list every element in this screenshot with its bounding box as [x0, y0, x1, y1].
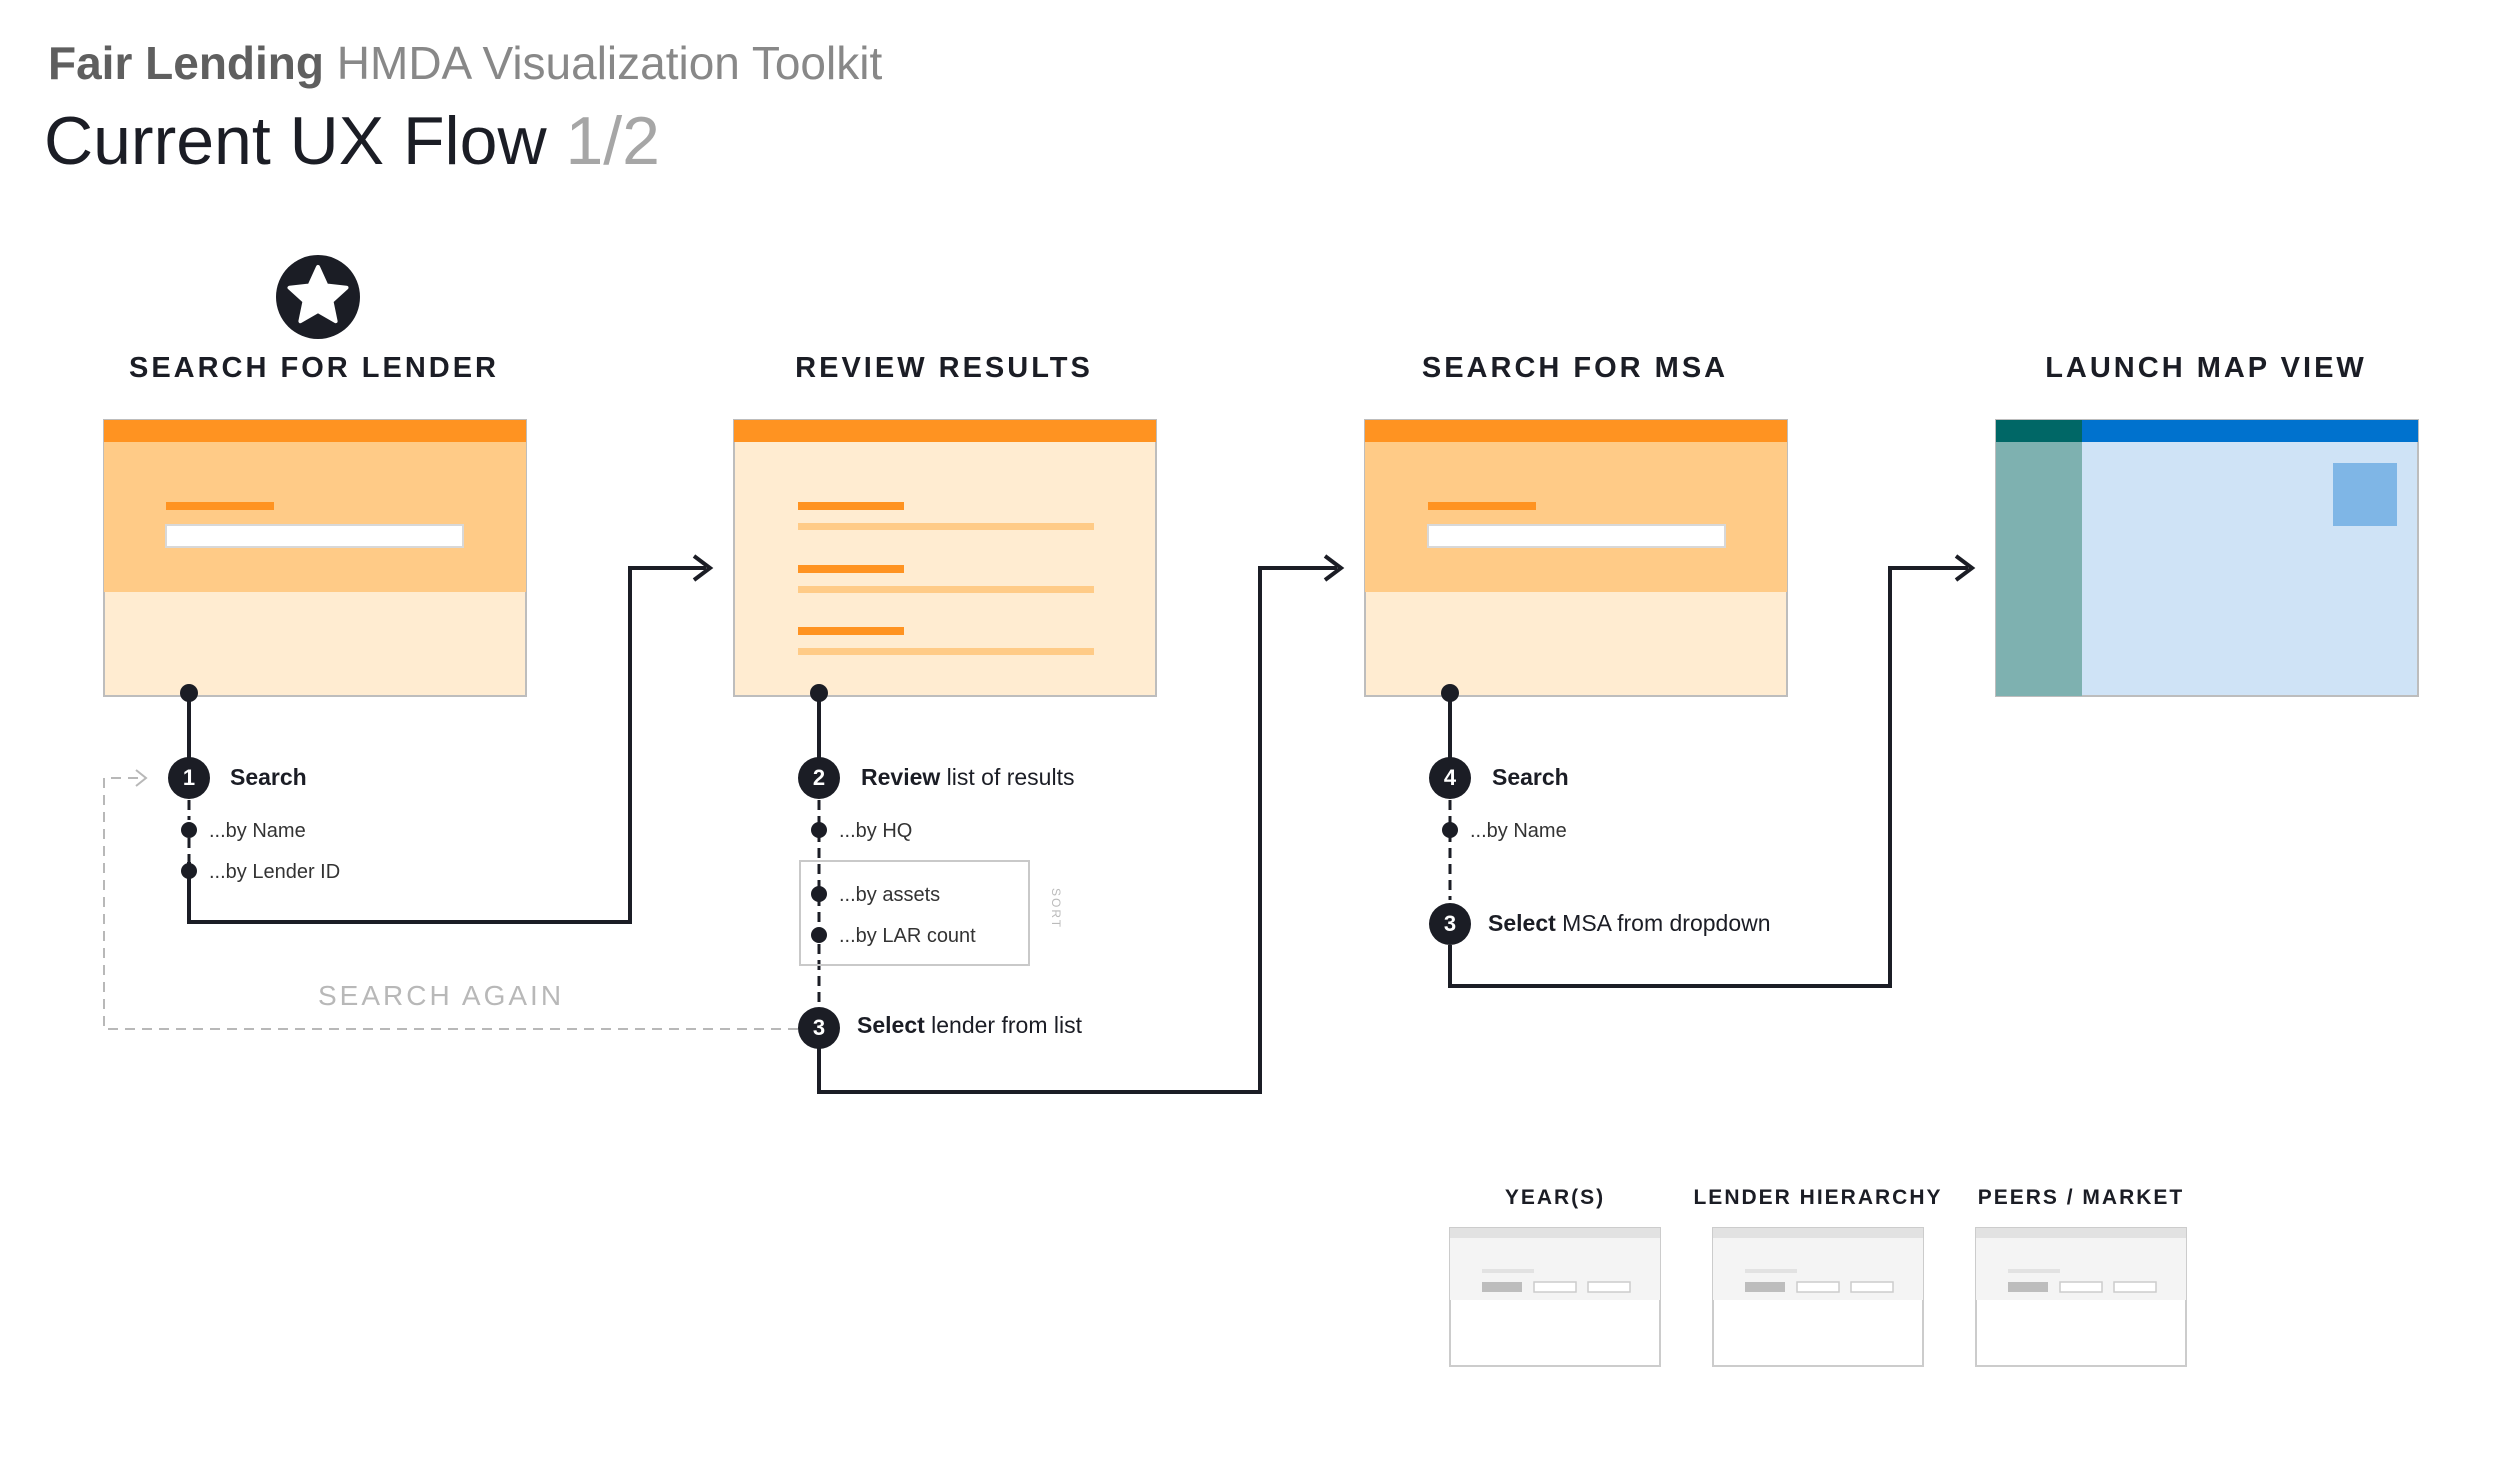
page-title: Current UX Flow 1/2	[44, 102, 660, 180]
flow-dots-3	[1441, 684, 1459, 838]
step-number-badge: 3	[798, 1007, 840, 1049]
filter-thumb-peers-market	[1975, 1227, 2187, 1367]
option-by-name: ...by Name	[209, 820, 306, 842]
screen-review-results	[733, 419, 1157, 697]
page-subtitle: Fair Lending HMDA Visualization Toolkit	[48, 36, 882, 90]
option-by-assets: ...by assets	[839, 884, 941, 906]
column-title-review-results: REVIEW RESULTS	[795, 352, 1093, 384]
page-number: 1/2	[565, 103, 660, 179]
sort-label: SORT	[1049, 888, 1063, 930]
flow-connector-3	[1448, 554, 1976, 988]
step-number-badge: 4	[1429, 757, 1471, 799]
option-msa-by-name: ...by Name	[1470, 820, 1567, 842]
page-title-text: Current UX Flow	[44, 103, 547, 179]
column-title-search-lender: SEARCH FOR LENDER	[128, 352, 499, 384]
screen-map-view	[1995, 419, 2419, 697]
step-label-select-lender: Select lender from list	[857, 1012, 1082, 1038]
step-label-search-msa: Search	[1492, 764, 1569, 790]
star-icon	[276, 255, 360, 339]
search-again-label: SEARCH AGAIN	[318, 980, 565, 1011]
toolkit-name: HMDA Visualization Toolkit	[336, 37, 883, 89]
flow-dots-1	[180, 684, 198, 879]
screen-search-msa	[1364, 419, 1788, 697]
flow-connector-1	[187, 554, 714, 924]
filter-title-lender-hierarchy: LENDER HIERARCHY	[1693, 1186, 1943, 1209]
option-by-lar-count: ...by LAR count	[839, 925, 976, 947]
column-title-map-view: LAUNCH MAP VIEW	[2045, 352, 2367, 384]
column-title-search-msa: SEARCH FOR MSA	[1421, 352, 1729, 384]
step-label-review: Review list of results	[861, 764, 1075, 790]
option-by-hq: ...by HQ	[839, 820, 913, 842]
filter-title-peers-market: PEERS / MARKET	[1977, 1186, 2185, 1209]
filter-title-years: YEAR(S)	[1504, 1186, 1606, 1209]
sort-box	[799, 860, 1030, 966]
step-number-badge: 1	[168, 757, 210, 799]
step-number-badge: 3	[1429, 903, 1471, 945]
step-label-select-msa: Select MSA from dropdown	[1488, 910, 1771, 936]
step-label-search: Search	[230, 764, 307, 790]
filter-thumb-lender-hierarchy	[1712, 1227, 1924, 1367]
screen-search-lender	[103, 419, 527, 697]
option-by-lender-id: ...by Lender ID	[209, 861, 341, 883]
brand-name: Fair Lending	[48, 37, 324, 89]
filter-thumb-years	[1449, 1227, 1661, 1367]
search-again-loop	[103, 769, 798, 1030]
step-number-badge: 2	[798, 757, 840, 799]
flow-dots-2	[810, 684, 828, 943]
